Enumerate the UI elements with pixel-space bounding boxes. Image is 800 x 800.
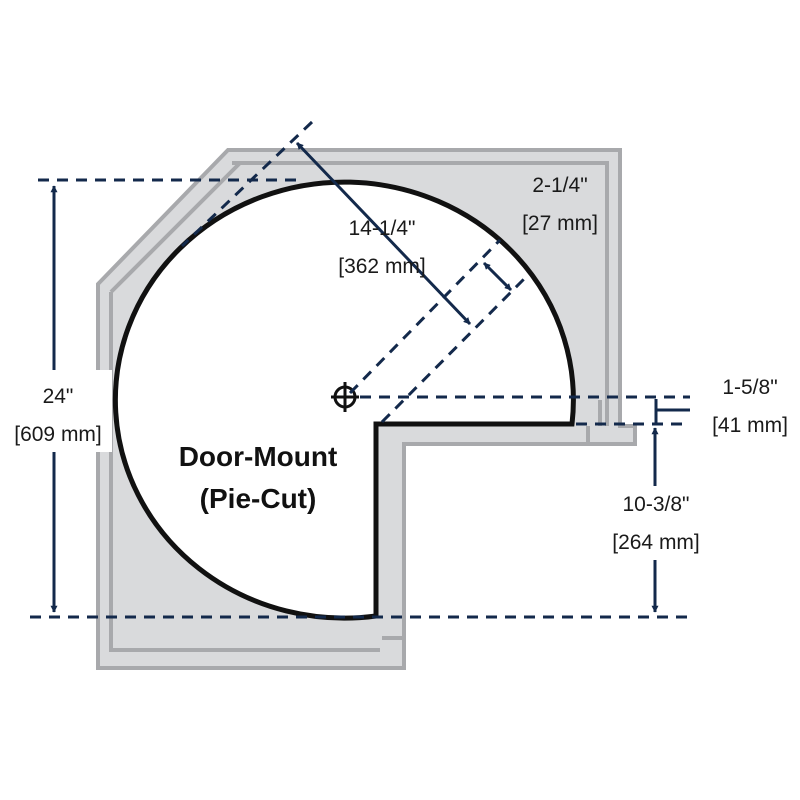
clearance-label-in: 2-1/4"	[532, 174, 587, 197]
radius-label-in: 14-1/4"	[349, 217, 416, 240]
radius-diagonal-line	[180, 120, 314, 248]
clearance-label-mm: [27 mm]	[522, 212, 598, 235]
radius-label-mm: [362 mm]	[338, 255, 426, 278]
door-label-in: 10-3/8"	[623, 493, 690, 516]
pivot-diagonal-line	[348, 238, 502, 395]
height-label-backdrop	[0, 370, 112, 452]
radius-dimension-arrow	[295, 141, 472, 326]
door-label-backdrop	[600, 486, 716, 560]
offset-dimension-arrow	[654, 399, 690, 424]
height-label-mm: [609 mm]	[14, 423, 102, 446]
pivot-crosshair-icon	[331, 382, 359, 412]
diagram-title-line1: Door-Mount	[179, 441, 338, 472]
offset-label-in: 1-5/8"	[722, 376, 777, 399]
height-label-in: 24"	[43, 385, 74, 408]
door-label-mm: [264 mm]	[612, 531, 700, 554]
offset-label-mm: [41 mm]	[712, 414, 788, 437]
diagram-title-line2: (Pie-Cut)	[200, 483, 317, 514]
clearance-dimension-arrow	[482, 261, 513, 292]
outer-diagonal-line	[380, 276, 527, 424]
